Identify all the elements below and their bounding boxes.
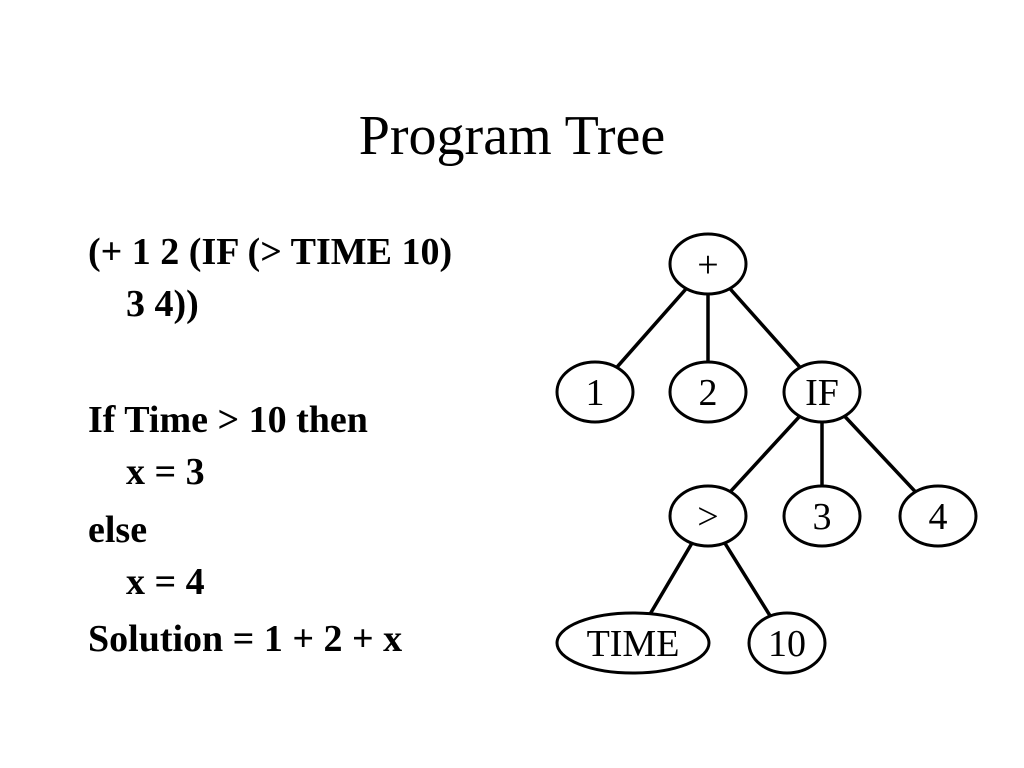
tree-node-ellipse bbox=[782, 484, 862, 548]
tree-node-ellipse bbox=[668, 232, 748, 296]
tree-node-label: TIME bbox=[587, 623, 680, 665]
tree-node-label: 2 bbox=[699, 372, 718, 414]
tree-node-one: 1 bbox=[555, 360, 635, 424]
tree-node-time: TIME bbox=[555, 611, 711, 675]
if-statement-line: If Time > 10 then bbox=[88, 399, 368, 441]
tree-node-ellipse bbox=[747, 611, 827, 675]
tree-node-ellipse bbox=[782, 360, 862, 424]
slide-title: Program Tree bbox=[358, 105, 666, 167]
tree-node-gt: > bbox=[668, 484, 748, 548]
solution-line: Solution = 1 + 2 + x bbox=[88, 618, 403, 660]
lisp-expression-line-1: (+ 1 2 (IF (> TIME 10) bbox=[88, 231, 453, 273]
tree-node-three: 3 bbox=[782, 484, 862, 548]
tree-node-ellipse bbox=[668, 360, 748, 424]
tree-node-ellipse bbox=[668, 484, 748, 548]
tree-node-label: + bbox=[697, 244, 718, 286]
tree-node-label: 4 bbox=[929, 496, 948, 538]
then-assignment-line: x = 3 bbox=[126, 451, 205, 493]
tree-node-label: IF bbox=[805, 372, 839, 414]
tree-node-plus: + bbox=[668, 232, 748, 296]
tree-node-ellipse bbox=[555, 611, 711, 675]
tree-node-label: 1 bbox=[586, 372, 605, 414]
else-line: else bbox=[88, 509, 148, 551]
else-assignment-line: x = 4 bbox=[126, 561, 205, 603]
tree-node-label: > bbox=[697, 496, 718, 538]
tree-node-four: 4 bbox=[898, 484, 978, 548]
tree-node-ellipse bbox=[555, 360, 635, 424]
tree-node-label: 10 bbox=[768, 623, 806, 665]
tree-node-two: 2 bbox=[668, 360, 748, 424]
tree-node-ellipse bbox=[898, 484, 978, 548]
tree-edges bbox=[593, 262, 940, 645]
tree-node-label: 3 bbox=[813, 496, 832, 538]
lisp-expression-line-2: 3 4)) bbox=[126, 283, 199, 325]
tree-node-if: IF bbox=[782, 360, 862, 424]
tree-node-ten: 10 bbox=[747, 611, 827, 675]
